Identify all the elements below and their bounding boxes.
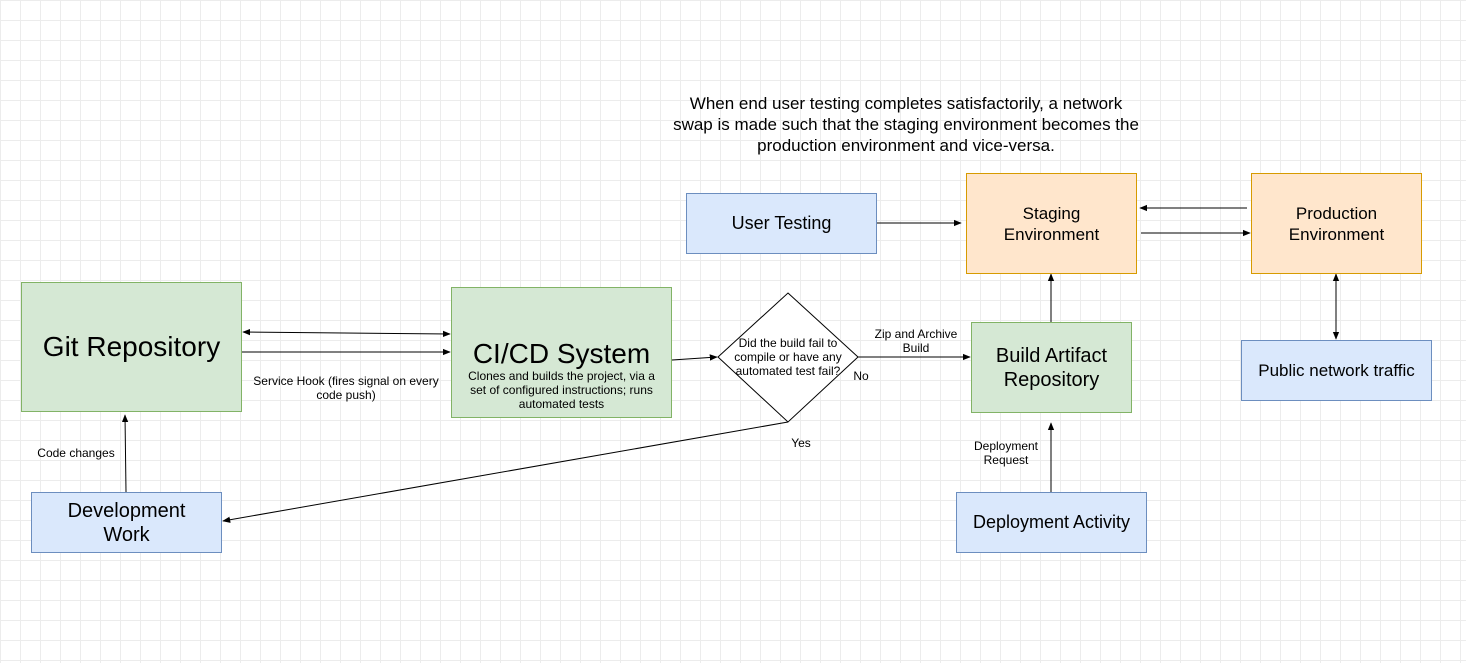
cicd-system-description: Clones and builds the project, via a set… xyxy=(468,369,655,411)
service-hook-label: Service Hook (fires signal on every code… xyxy=(253,374,439,402)
git-cicd-bidirectional-arrow xyxy=(242,328,451,338)
no-label: No xyxy=(853,369,869,383)
cicd-system-node[interactable]: CI/CD System Clones and builds the proje… xyxy=(451,287,672,418)
staging-environment-label: Staging Environment xyxy=(1003,203,1100,244)
code-changes-label: Code changes xyxy=(37,446,115,460)
decision-label: Did the build fail to compile or have an… xyxy=(734,336,842,378)
deployment-activity-node[interactable]: Deployment Activity xyxy=(956,492,1147,553)
public-network-traffic-node[interactable]: Public network traffic xyxy=(1241,340,1432,401)
public-network-traffic-label: Public network traffic xyxy=(1258,360,1415,380)
user-testing-node[interactable]: User Testing xyxy=(686,193,877,254)
staging-environment-node[interactable]: Staging Environment xyxy=(966,173,1137,274)
build-artifact-repository-label: Build Artifact Repository xyxy=(995,344,1108,391)
development-work-label: Development Work xyxy=(67,499,186,546)
code-changes-arrow xyxy=(121,414,129,493)
decision-yes-arrow xyxy=(222,421,789,523)
production-environment-label: Production Environment xyxy=(1288,203,1385,244)
user-testing-label: User Testing xyxy=(731,213,832,233)
cicd-system-label: CI/CD System xyxy=(472,338,651,369)
zip-archive-label: Zip and Archive Build xyxy=(874,327,958,355)
build-artifact-repository-node[interactable]: Build Artifact Repository xyxy=(971,322,1132,413)
network-swap-note: When end user testing completes satisfac… xyxy=(673,94,1139,155)
cicd-to-decision-arrow xyxy=(671,354,718,361)
deployment-activity-label: Deployment Activity xyxy=(972,512,1131,532)
development-work-node[interactable]: Development Work xyxy=(31,492,222,553)
decision-diamond[interactable] xyxy=(717,292,859,423)
git-repository-label: Git Repository xyxy=(42,331,221,362)
yes-label: Yes xyxy=(791,436,811,450)
production-environment-node[interactable]: Production Environment xyxy=(1251,173,1422,274)
git-repository-node[interactable]: Git Repository xyxy=(21,282,242,412)
deployment-request-label: Deployment Request xyxy=(973,439,1039,467)
